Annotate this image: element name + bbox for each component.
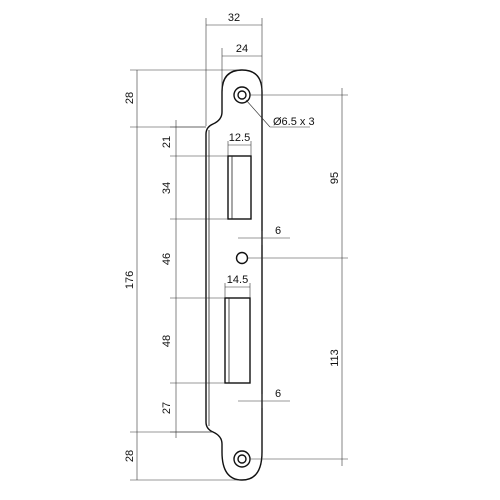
upper-screw-hole: [233, 86, 251, 104]
latch-opening: [227, 155, 252, 220]
bolt-opening-rect: [224, 297, 251, 384]
dim-center-offset-top-label: 6: [275, 225, 281, 237]
dim-latch-height-label: 34: [161, 182, 173, 194]
strike-plate: [205, 69, 263, 481]
dim-center-offset-top: 6: [238, 225, 290, 245]
dim-body-width: 24: [221, 43, 262, 90]
dim-center-to-lower-label: 113: [329, 349, 341, 367]
dim-left-inner: 21 34 46 48 27: [161, 120, 228, 438]
dim-overall-length-label: 176: [124, 271, 136, 289]
upper-hole-outer: [233, 86, 251, 104]
dim-hole-spec-label: Ø6.5 x 3: [273, 116, 315, 128]
dim-latch-offset-label: 21: [161, 136, 173, 148]
lower-screw-hole: [233, 450, 251, 468]
dim-bolt-width-label: 14.5: [227, 274, 248, 286]
dim-center-offset-bottom-label: 6: [275, 388, 281, 400]
center-hole-circle: [235, 251, 249, 265]
bolt-opening: [224, 297, 251, 384]
dim-bottom-end-label: 28: [124, 450, 136, 462]
dim-overall-width: 32: [205, 12, 263, 126]
strike-plate-outline: [205, 69, 263, 481]
lower-hole-outer: [233, 450, 251, 468]
dim-bolt-height-label: 48: [161, 335, 173, 347]
dim-hole-callout: Ø6.5 x 3: [245, 99, 315, 128]
dim-left-outer: 28 176 28: [124, 69, 240, 481]
dim-upper-to-center-label: 95: [329, 172, 341, 184]
dim-top-end-label: 28: [124, 92, 136, 104]
dim-overall-width-label: 32: [228, 12, 240, 24]
dim-latch-width-label: 12.5: [229, 132, 250, 144]
dim-between-openings-label: 46: [161, 253, 173, 265]
dim-bolt-offset-label: 27: [161, 402, 173, 414]
latch-opening-rect: [227, 155, 252, 220]
dim-latch-width: 12.5: [227, 132, 252, 156]
dim-center-offset-bottom: 6: [238, 388, 290, 408]
dim-bolt-width: 14.5: [224, 274, 251, 298]
center-hole: [235, 251, 249, 265]
dim-body-width-label: 24: [236, 43, 248, 55]
upper-hole-inner: [237, 90, 247, 100]
dim-right: 95 113: [248, 88, 348, 466]
lower-hole-inner: [237, 454, 247, 464]
